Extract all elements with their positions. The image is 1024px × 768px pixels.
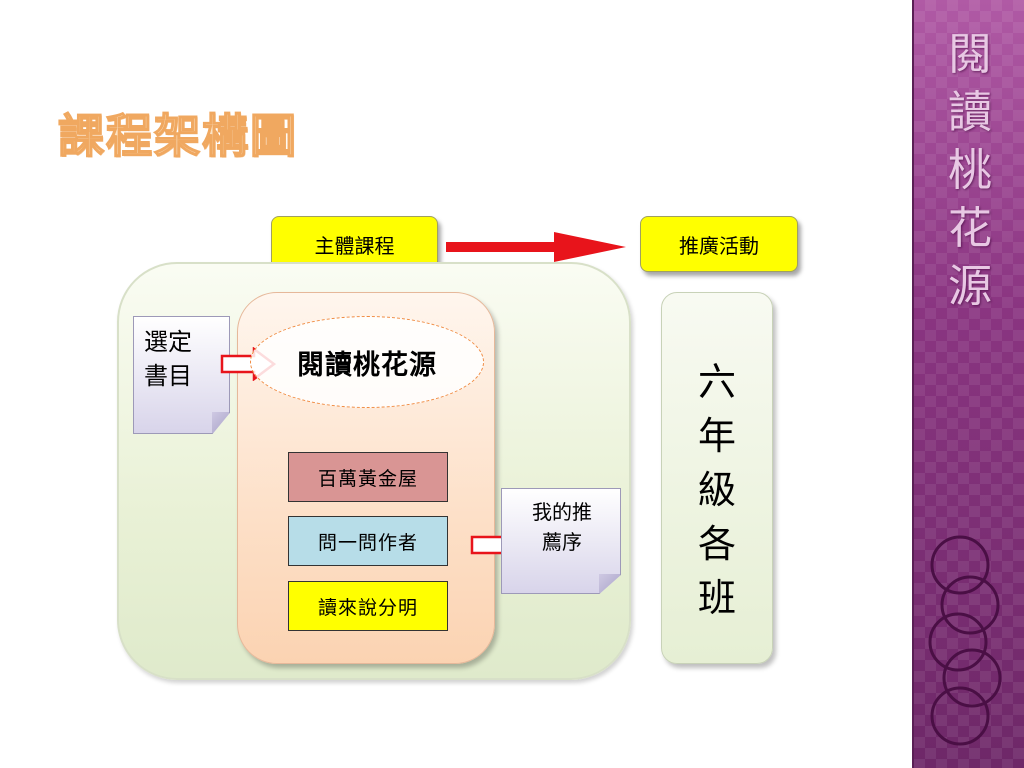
side-panel: 閱 讀 桃 花 源 bbox=[912, 0, 1024, 768]
side-title-char: 花 bbox=[948, 203, 992, 254]
activity-box: 百萬黃金屋 bbox=[288, 452, 448, 502]
promotion-target-text: 六 年 級 各 班 bbox=[662, 355, 772, 625]
promotion-target-char: 班 bbox=[697, 576, 736, 620]
recommendation-note: 我的推 薦序 bbox=[501, 488, 621, 594]
select-book-line: 選定 bbox=[144, 328, 192, 356]
side-title-char: 閱 bbox=[948, 29, 992, 80]
recommendation-line: 我的推 bbox=[532, 500, 592, 524]
page-title: 課程架構圖 bbox=[57, 108, 298, 164]
side-title-char: 桃 bbox=[948, 145, 992, 196]
promotion-header: 推廣活動 bbox=[640, 216, 798, 272]
recommendation-line: 薦序 bbox=[542, 530, 582, 554]
activity-box: 問一問作者 bbox=[288, 516, 448, 566]
select-book-line: 書目 bbox=[144, 362, 192, 390]
select-book-note: 選定 書目 bbox=[133, 316, 230, 434]
side-title-char: 源 bbox=[948, 261, 992, 312]
red-arrow-icon bbox=[446, 232, 626, 262]
promotion-target-char: 級 bbox=[697, 468, 736, 512]
side-title-char: 讀 bbox=[948, 87, 992, 138]
core-topic-ellipse: 閱讀桃花源 bbox=[250, 316, 484, 408]
decorative-rings-icon bbox=[928, 535, 1002, 746]
promotion-target-char: 各 bbox=[697, 522, 736, 566]
side-title: 閱 讀 桃 花 源 bbox=[914, 26, 1024, 316]
activity-box: 讀來說分明 bbox=[288, 581, 448, 631]
promotion-target-char: 年 bbox=[697, 414, 736, 458]
promotion-target-char: 六 bbox=[697, 360, 736, 404]
promotion-target-box: 六 年 級 各 班 bbox=[661, 292, 773, 664]
